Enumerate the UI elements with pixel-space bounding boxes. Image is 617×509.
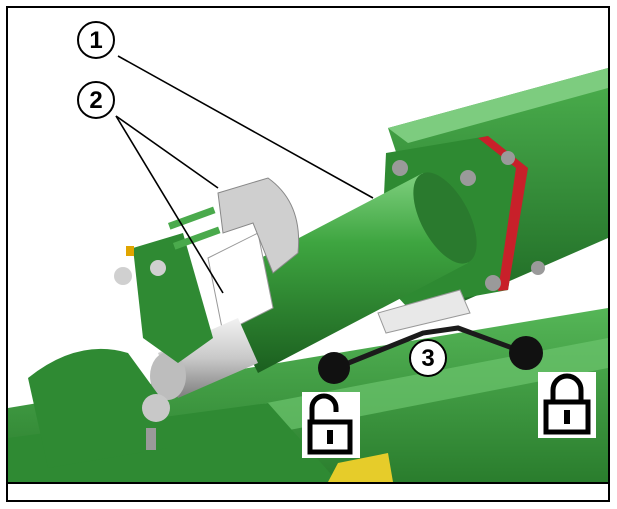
hydraulic-cylinder	[213, 172, 477, 373]
callout-2-label: 2	[89, 87, 102, 114]
piston-rod	[114, 233, 258, 400]
caption-divider	[8, 482, 608, 484]
callout-3: 3	[409, 339, 447, 377]
unlocked-padlock-icon	[302, 392, 360, 458]
leader-lines	[115, 55, 374, 294]
callout-1: 1	[77, 21, 115, 59]
locked-padlock-icon	[538, 372, 596, 438]
callout-3-label: 3	[421, 345, 434, 372]
callout-2: 2	[77, 81, 115, 119]
pivot-bracket	[28, 348, 170, 468]
locking-bolts	[126, 206, 221, 256]
callout-1-label: 1	[89, 27, 102, 54]
support-bracket	[207, 177, 300, 334]
lock-lever	[318, 289, 543, 384]
